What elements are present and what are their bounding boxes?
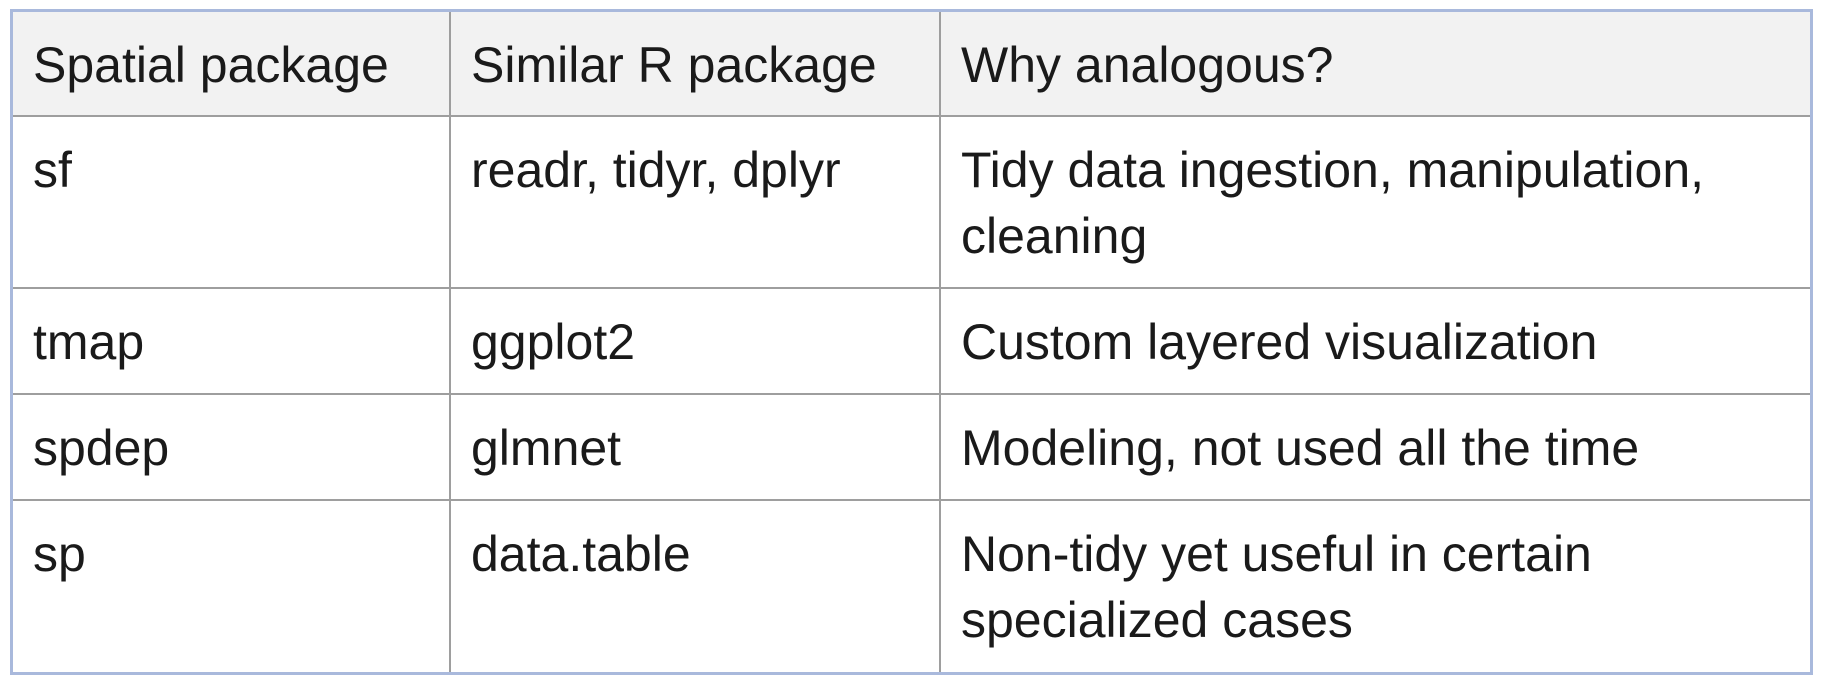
cell-why-analogous: Modeling, not used all the time bbox=[939, 393, 1810, 501]
table-row: sf readr, tidyr, dplyr Tidy data ingesti… bbox=[13, 115, 1810, 289]
cell-similar-r-package: ggplot2 bbox=[449, 287, 941, 395]
cell-spatial-package: sp bbox=[13, 499, 451, 672]
table-row: tmap ggplot2 Custom layered visualizatio… bbox=[13, 287, 1810, 395]
cell-spatial-package: tmap bbox=[13, 287, 451, 395]
cell-why-analogous: Non-tidy yet useful in certain specializ… bbox=[939, 499, 1810, 672]
package-comparison-table: Spatial package Similar R package Why an… bbox=[13, 12, 1810, 672]
cell-spatial-package: sf bbox=[13, 115, 451, 289]
header-why-analogous: Why analogous? bbox=[939, 12, 1810, 117]
table-row: spdep glmnet Modeling, not used all the … bbox=[13, 393, 1810, 501]
cell-similar-r-package: glmnet bbox=[449, 393, 941, 501]
cell-spatial-package: spdep bbox=[13, 393, 451, 501]
cell-similar-r-package: data.table bbox=[449, 499, 941, 672]
table-row: sp data.table Non-tidy yet useful in cer… bbox=[13, 499, 1810, 672]
table-header-row: Spatial package Similar R package Why an… bbox=[13, 12, 1810, 117]
cell-similar-r-package: readr, tidyr, dplyr bbox=[449, 115, 941, 289]
cell-why-analogous: Tidy data ingestion, manipulation, clean… bbox=[939, 115, 1810, 289]
package-comparison-table-frame: Spatial package Similar R package Why an… bbox=[10, 9, 1813, 675]
header-spatial-package: Spatial package bbox=[13, 12, 451, 117]
cell-why-analogous: Custom layered visualization bbox=[939, 287, 1810, 395]
header-similar-r-package: Similar R package bbox=[449, 12, 941, 117]
